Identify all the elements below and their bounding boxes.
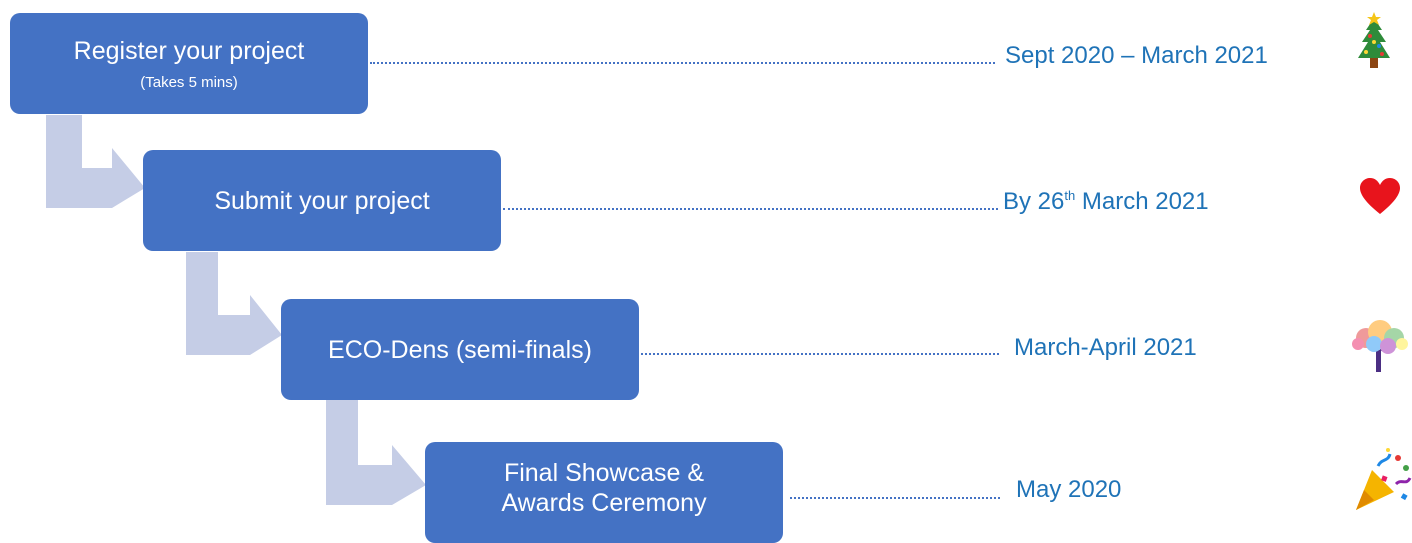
leader-line [503,208,998,210]
step-box-register: Register your project (Takes 5 mins) [10,13,368,114]
leader-line [641,353,999,355]
step-title: ECO-Dens (semi-finals) [328,335,592,364]
christmas-tree-icon [1358,12,1390,68]
arrow-1 [46,115,145,208]
arrow-3 [326,400,426,505]
leader-line [370,62,995,64]
step-title: Register your project [73,37,305,65]
step-date: May 2020 [1016,476,1122,503]
step-title-line1: Final Showcase & [503,459,705,487]
step-date: Sept 2020 – March 2021 [1005,42,1268,69]
step-date: By 26th March 2021 [1003,188,1209,215]
arrow-2 [186,252,282,355]
heart-icon [1360,178,1400,214]
step-box-final-showcase: Final Showcase & Awards Ceremony [425,442,783,543]
step-date: March-April 2021 [1014,334,1197,361]
party-popper-icon [1356,448,1412,510]
step-title: Submit your project [214,186,430,215]
step-title-line2: Awards Ceremony [501,489,707,517]
step-note: (Takes 5 mins) [140,74,238,91]
step-box-submit: Submit your project [143,150,501,251]
blossom-tree-icon [1352,320,1408,372]
step-box-eco-dens: ECO-Dens (semi-finals) [281,299,639,400]
leader-line [790,497,1000,499]
